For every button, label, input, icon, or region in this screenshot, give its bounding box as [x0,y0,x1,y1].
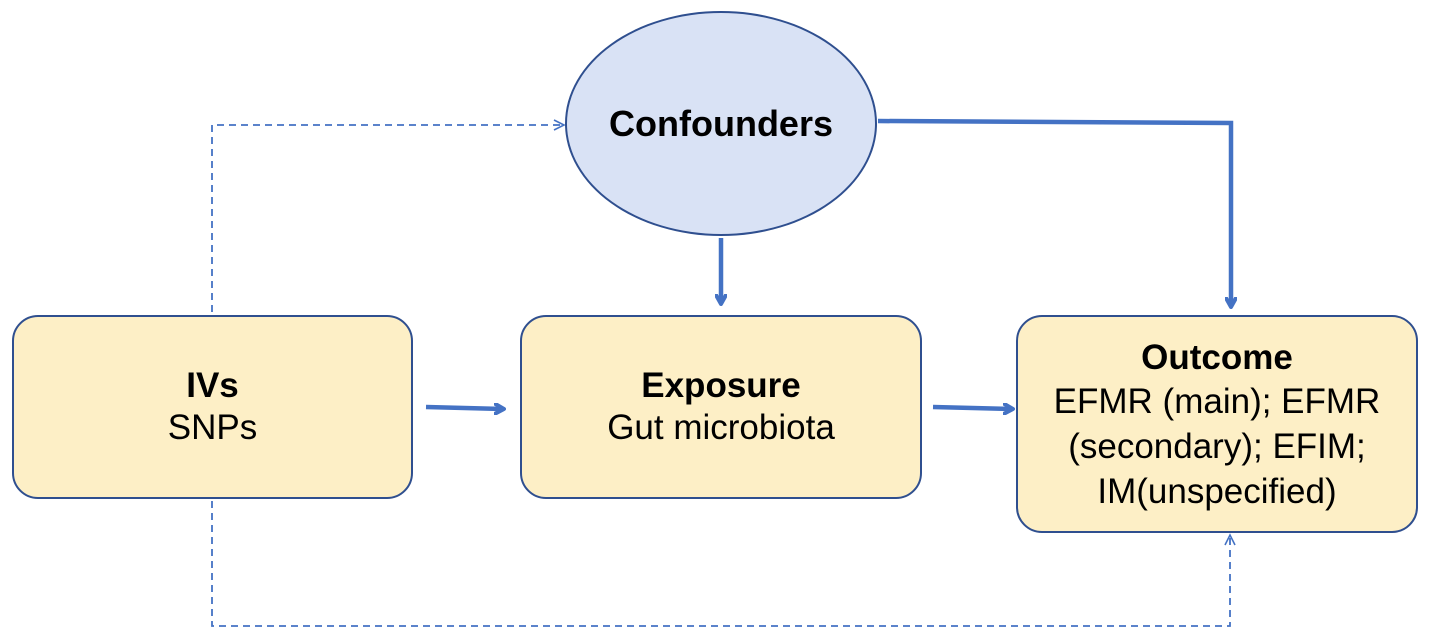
edge-ivs-to-exposure [425,407,503,409]
confounders-title: Confounders [609,102,833,144]
outcome-title: Outcome [1141,337,1293,377]
outcome-line-1: EFMR (main); EFMR [1053,381,1381,421]
outcome-line-3: IM(unspecified) [1097,471,1337,511]
edge-exposure-to-outcome [932,407,1012,409]
outcome-line-2: (secondary); EFIM; [1068,426,1366,466]
ivs-subtitle: SNPs [167,408,258,447]
edge-ivs-to-outcome [211,501,1236,627]
exposure-subtitle: Gut microbiota [607,408,835,447]
ivs-node: IVs SNPs [12,315,413,499]
outcome-node: Outcome EFMR (main); EFMR (secondary); E… [1016,315,1418,533]
exposure-node: Exposure Gut microbiota [520,315,922,499]
edge-confounders-to-outcome [877,118,1231,306]
exposure-title: Exposure [641,366,801,405]
edge-ivs-to-confounders [211,119,566,312]
confounders-node: Confounders [565,11,877,236]
ivs-title: IVs [186,366,239,405]
